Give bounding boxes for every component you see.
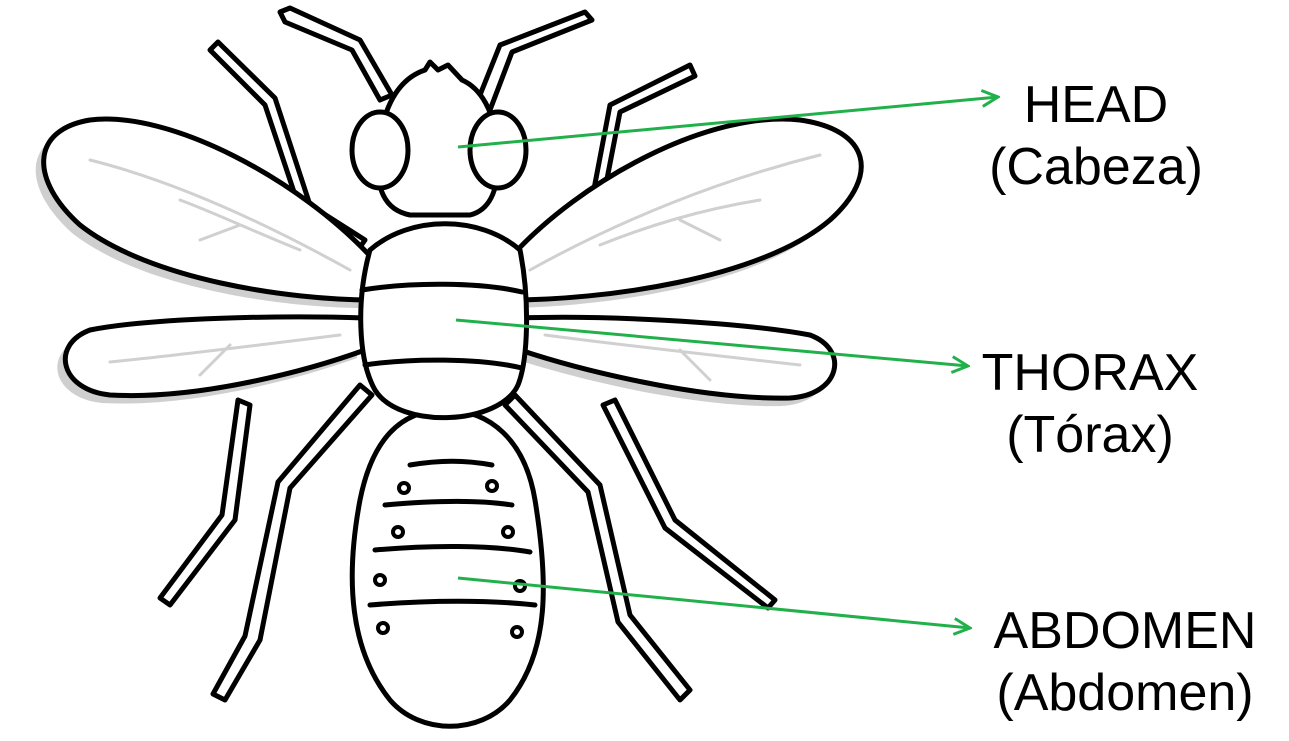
- abdomen-outline: [352, 410, 543, 726]
- left-lower-wing: [65, 317, 365, 396]
- abdomen-label: ABDOMEN (Abdomen): [960, 600, 1289, 725]
- right-antenna: [476, 12, 592, 110]
- right-hind-leg: [603, 400, 775, 608]
- right-eye: [470, 112, 526, 188]
- abdomen-label-es: (Abdomen): [960, 662, 1289, 724]
- thorax-label-es: (Tórax): [960, 404, 1220, 466]
- head-label-en: HEAD: [966, 74, 1226, 136]
- insect-illustration: [36, 8, 862, 726]
- thorax-outline: [361, 224, 527, 418]
- left-eye: [352, 112, 408, 188]
- thorax-label-en: THORAX: [960, 342, 1220, 404]
- left-antenna: [280, 8, 392, 100]
- abdomen-label-en: ABDOMEN: [960, 600, 1289, 662]
- head-label-es: (Cabeza): [966, 136, 1226, 198]
- head-label: HEAD (Cabeza): [966, 74, 1226, 199]
- left-hind-leg: [160, 400, 250, 605]
- right-upper-wing: [510, 119, 861, 300]
- thorax-label: THORAX (Tórax): [960, 342, 1220, 467]
